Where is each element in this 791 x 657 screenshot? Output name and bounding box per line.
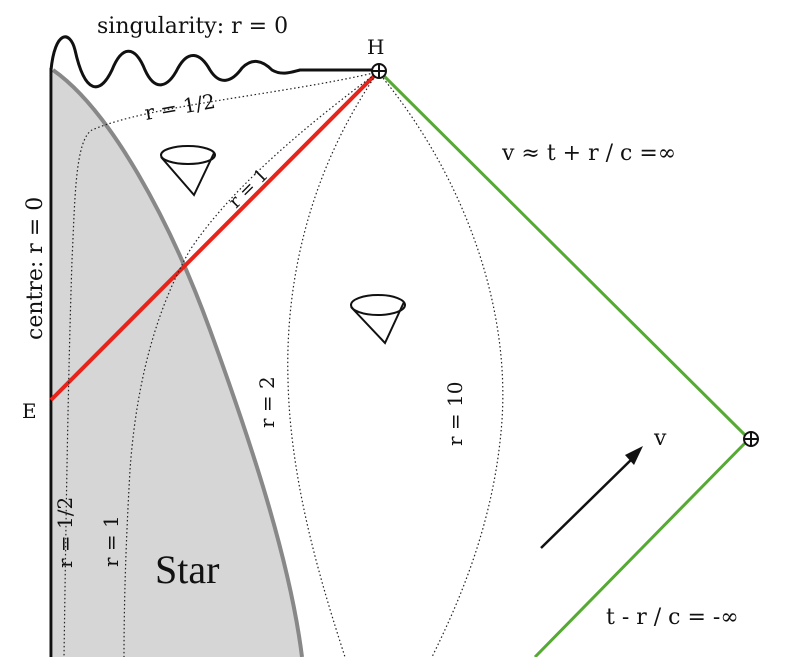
r-half-top-label: r = 1/2 — [143, 89, 217, 125]
past-null-infinity — [533, 438, 750, 657]
circled-plus-icon — [371, 63, 387, 79]
t-minus-infinity-label: t - r / c = -∞ — [606, 605, 739, 630]
star-region — [53, 70, 302, 657]
event-horizon-line — [49, 70, 380, 402]
singularity-label: singularity: r = 0 — [97, 14, 288, 39]
singularity-line — [49, 35, 378, 89]
future-null-infinity — [378, 70, 750, 440]
light-cone-icon — [160, 145, 216, 197]
star-label: Star — [155, 547, 219, 592]
curve-r-half-top — [63, 71, 379, 657]
star-surface-line — [51, 68, 304, 657]
r-half-left-label: r = 1/2 — [53, 497, 77, 568]
v-arrow-label: v — [653, 426, 667, 451]
r-one-left-label: r = 1 — [99, 515, 123, 567]
v-infinity-label: v ≈ t + r / c =∞ — [501, 141, 676, 166]
r-ten-label: r = 10 — [443, 382, 467, 446]
centre-label: centre: r = 0 — [23, 197, 48, 340]
event-point-label: E — [22, 399, 37, 423]
curve-r-one-left — [123, 71, 379, 657]
circled-plus-icon — [743, 431, 759, 447]
v-arrow — [540, 446, 643, 549]
r-two-label: r = 2 — [255, 376, 279, 428]
curve-r-two — [287, 71, 379, 657]
r-one-horizon-label: r = 1 — [225, 165, 273, 213]
horizon-point-label: H — [367, 35, 384, 59]
light-cone-icon — [350, 294, 406, 345]
curve-r-ten — [377, 71, 504, 657]
